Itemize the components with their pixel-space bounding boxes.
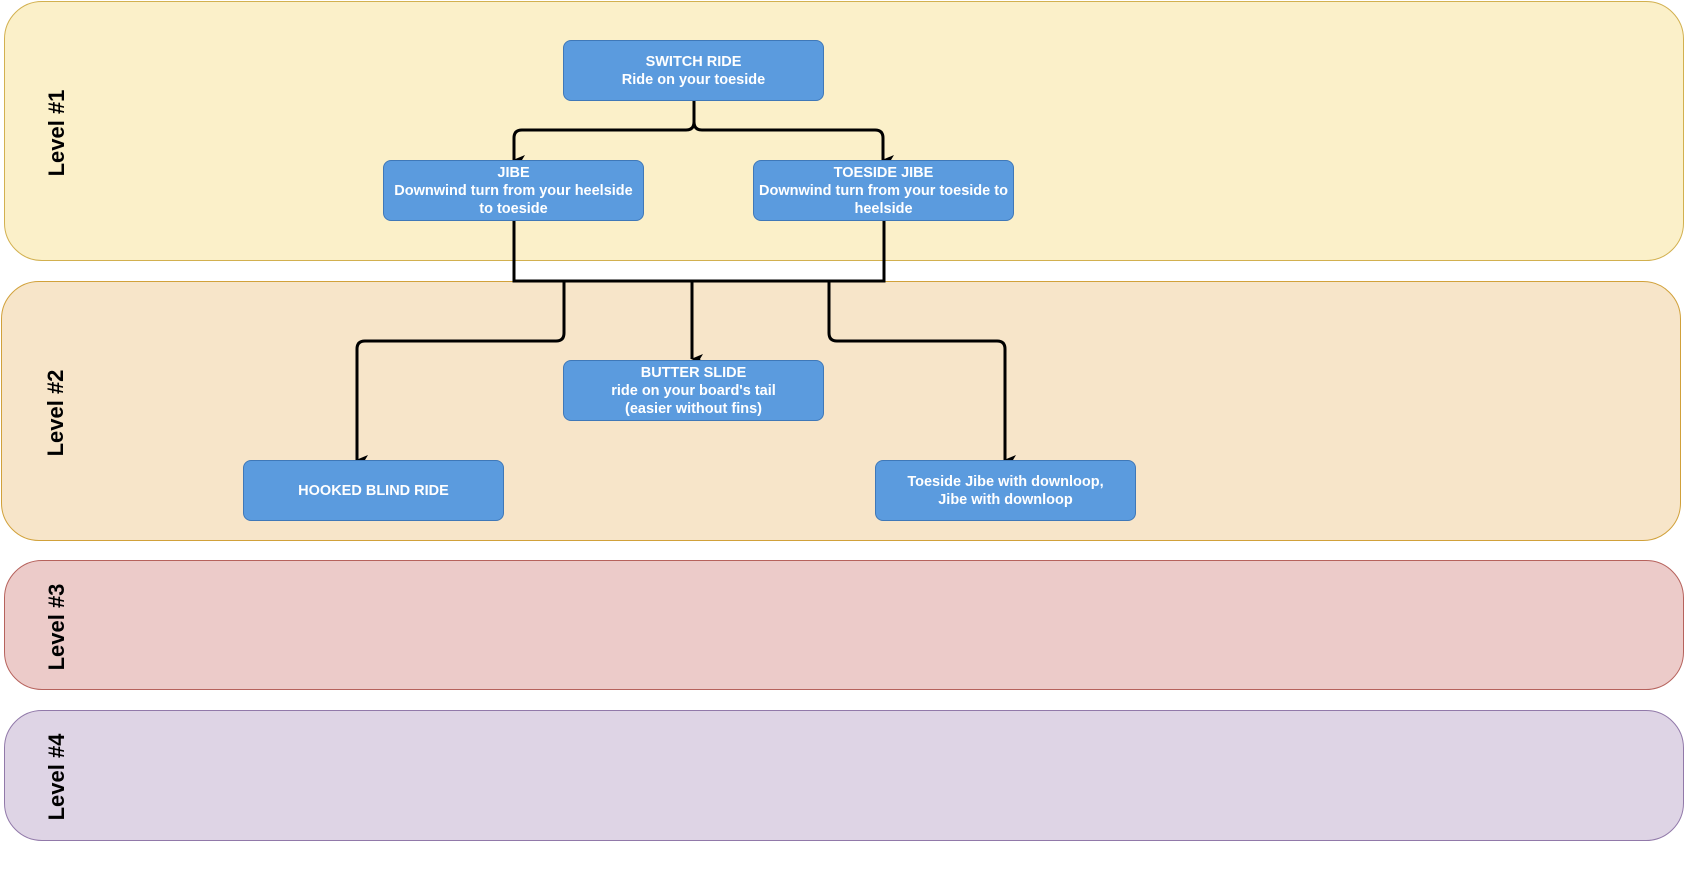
node-description: Downwind turn from your heelside	[394, 182, 633, 199]
node-description: Jibe with downloop	[938, 491, 1073, 508]
lane-level-4: Level #4	[4, 710, 1684, 841]
lane-level-1: Level #1	[4, 1, 1684, 261]
node-description: to toeside	[479, 200, 548, 217]
node-downloop[interactable]: Toeside Jibe with downloop, Jibe with do…	[875, 460, 1136, 521]
node-butter-slide[interactable]: BUTTER SLIDE ride on your board's tail (…	[563, 360, 824, 421]
node-description: Ride on your toeside	[621, 71, 766, 88]
node-description: Downwind turn from your toeside to	[759, 182, 1008, 199]
node-title: BUTTER SLIDE	[640, 364, 747, 381]
lane-label: Level #2	[43, 369, 68, 457]
node-title: JIBE	[497, 164, 530, 181]
node-jibe[interactable]: JIBE Downwind turn from your heelside to…	[383, 160, 644, 221]
lane-label: Level #1	[44, 89, 69, 177]
node-description: heelside	[854, 200, 913, 217]
lane-level-3: Level #3	[4, 560, 1684, 690]
node-title: SWITCH RIDE	[645, 53, 742, 70]
node-title: TOESIDE JIBE	[833, 164, 934, 181]
node-hooked-blind-ride[interactable]: HOOKED BLIND RIDE	[243, 460, 504, 521]
node-description: (easier without fins)	[625, 400, 762, 417]
node-description: ride on your board's tail	[611, 382, 776, 399]
node-switch-ride[interactable]: SWITCH RIDE Ride on your toeside	[563, 40, 824, 101]
node-toeside-jibe[interactable]: TOESIDE JIBE Downwind turn from your toe…	[753, 160, 1014, 221]
lane-label: Level #4	[44, 733, 69, 821]
node-title: Toeside Jibe with downloop,	[907, 473, 1104, 490]
node-title: HOOKED BLIND RIDE	[298, 482, 449, 499]
